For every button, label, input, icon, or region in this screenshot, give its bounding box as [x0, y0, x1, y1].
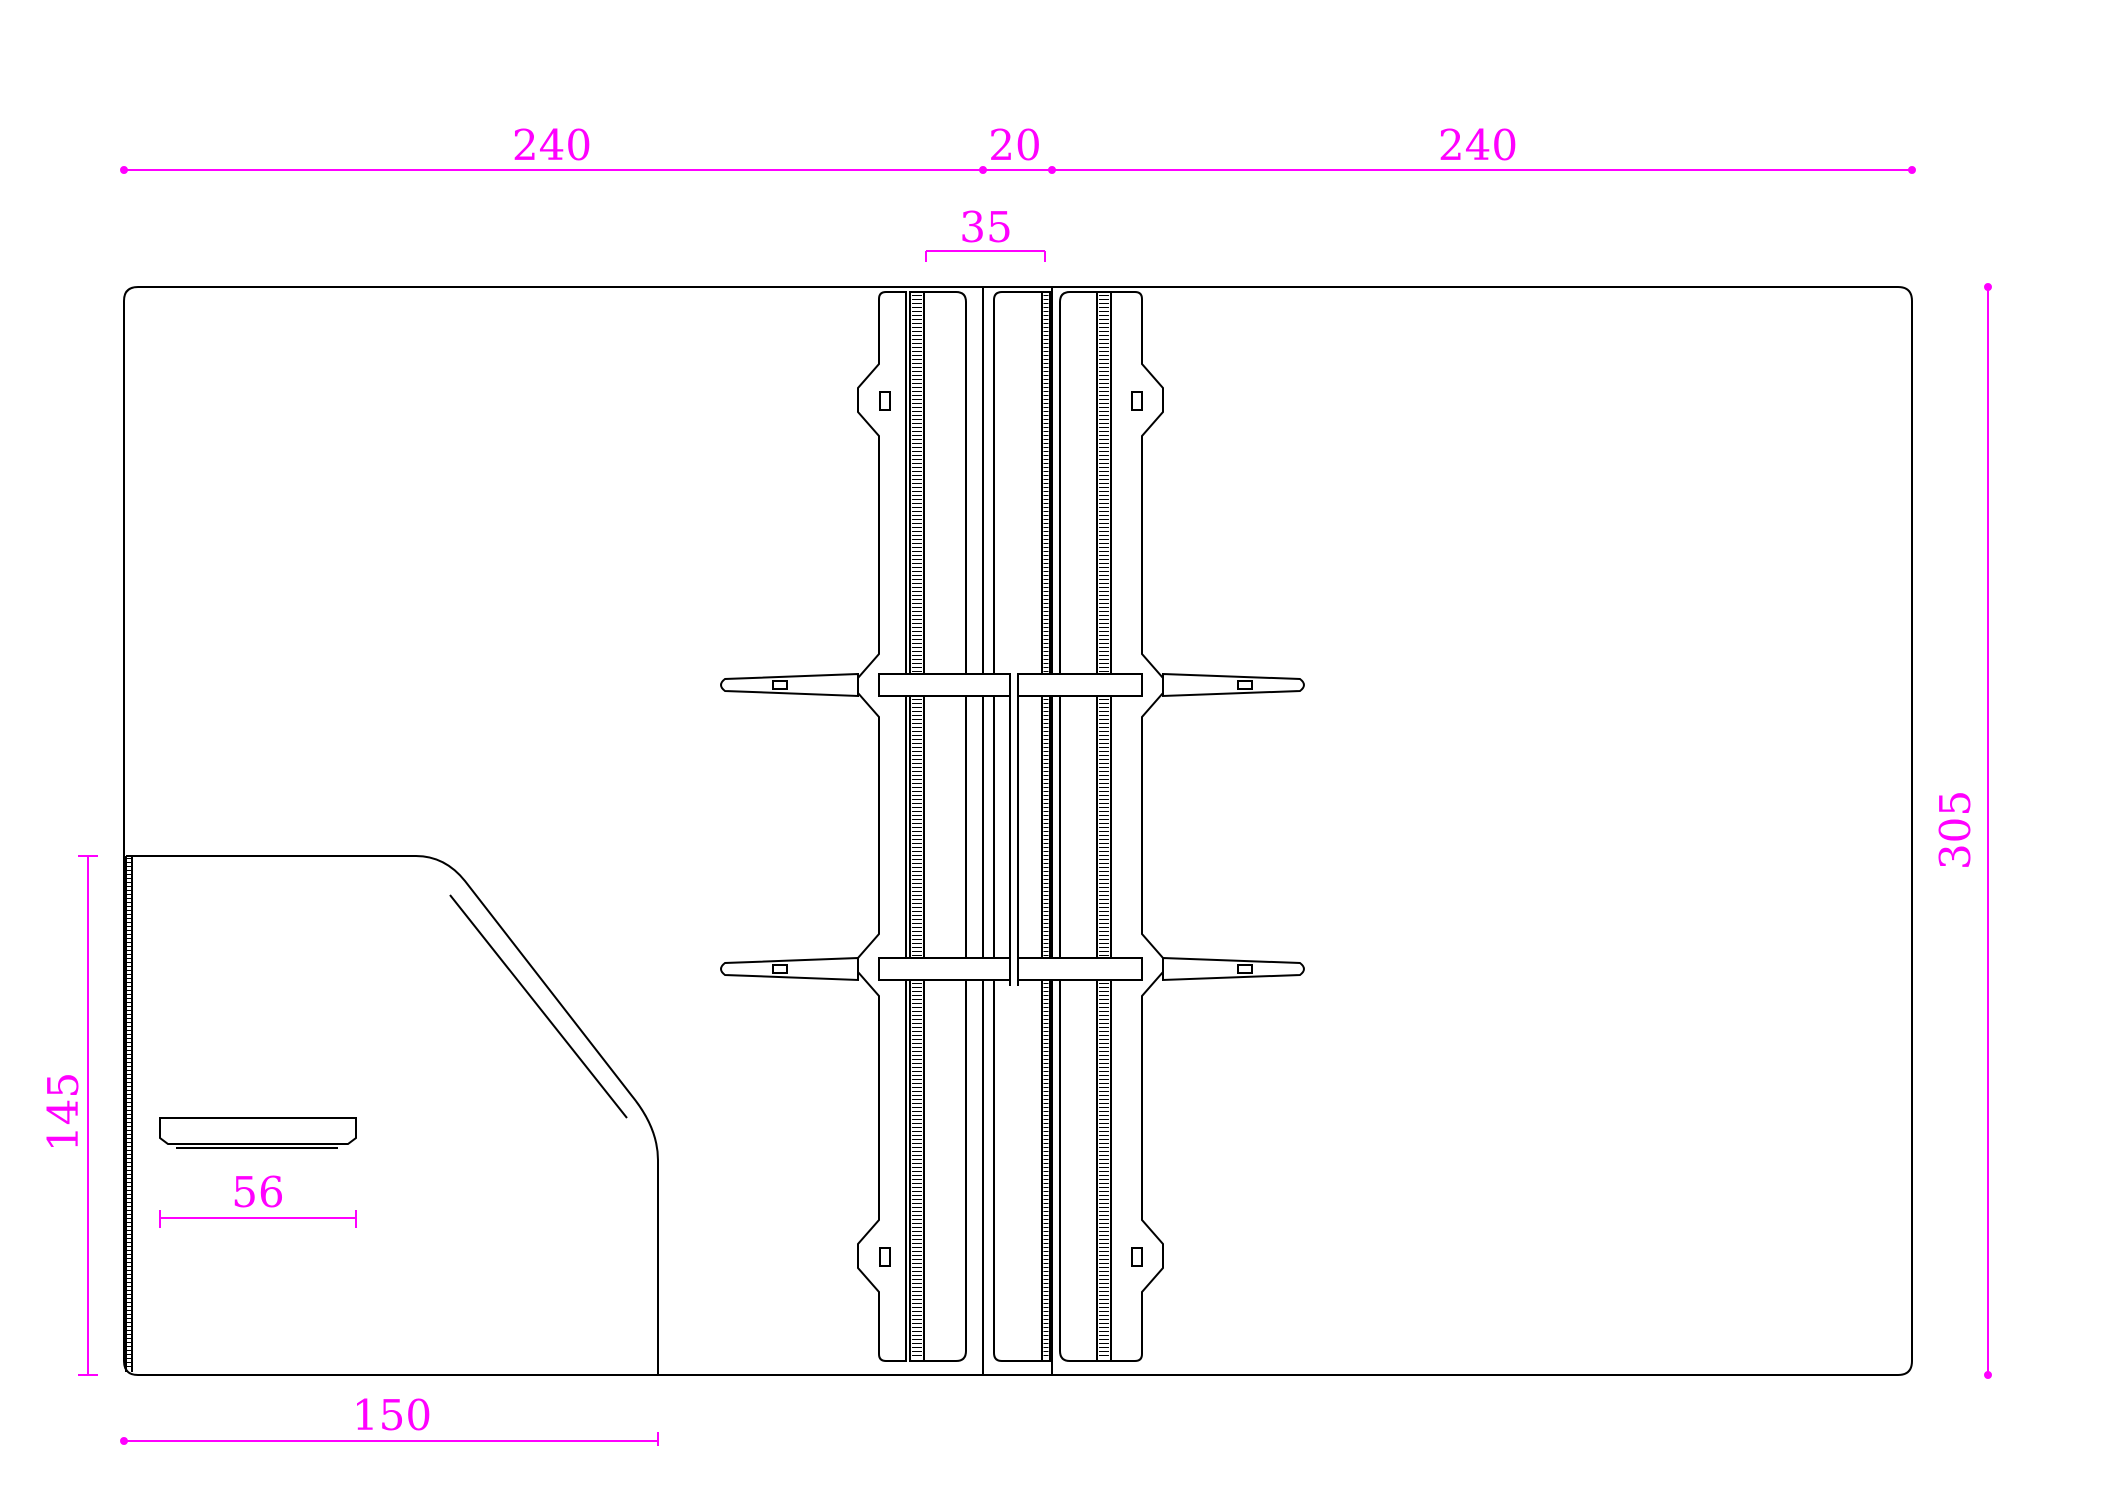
- mechanism-rail-left: [857, 291, 907, 1362]
- rivet-hole: [1131, 391, 1143, 411]
- binder-outline: [123, 286, 1913, 1376]
- pocket-outline: [126, 855, 659, 1375]
- dim-label-pocket-height: 145: [39, 1072, 88, 1152]
- dim-label-spine: 20: [988, 121, 1041, 170]
- dim-label-pocket-width: 150: [352, 1391, 432, 1440]
- ring-lower: [720, 956, 1305, 982]
- mechanism-rail-right: [1111, 291, 1164, 1362]
- rivet-hole: [879, 391, 891, 411]
- dim-label-mechanism: 35: [959, 203, 1012, 252]
- ring-lever-left: [720, 956, 859, 982]
- dim-label-top-right: 240: [1438, 121, 1518, 170]
- inner-pocket: [125, 855, 659, 1375]
- dimension-labels: 240 20 240 35 305 145 56 150: [39, 121, 1980, 1440]
- dim-label-top-left: 240: [512, 121, 592, 170]
- rivet-hole: [879, 1247, 891, 1267]
- ring-lever-left: [720, 672, 859, 698]
- dimension-lines: [78, 166, 1992, 1446]
- dim-label-height: 305: [1931, 790, 1980, 870]
- ring-mechanism: [720, 291, 1305, 1362]
- ring-upper: [720, 672, 1305, 986]
- pocket-inner-line: [449, 894, 628, 1119]
- rivet-hole: [1131, 1247, 1143, 1267]
- card-slot: [159, 1117, 357, 1145]
- binder-cover-outline: [123, 286, 1913, 1376]
- ring-lever-right: [1162, 956, 1305, 982]
- ring-lever-right: [1162, 672, 1305, 698]
- mechanism-center-panel: [993, 291, 1045, 1362]
- dim-label-card-slot: 56: [231, 1168, 284, 1217]
